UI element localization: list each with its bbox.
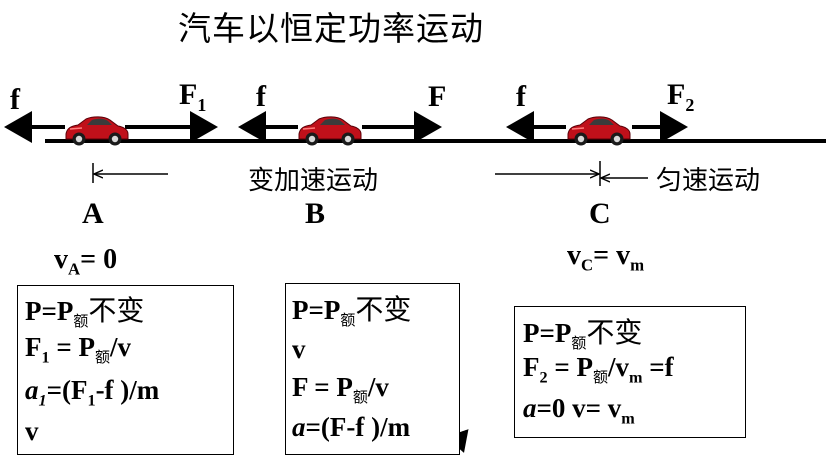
box-a-line-1: P=P额不变 xyxy=(25,294,145,330)
box-a-line-2: F1 = P额/v xyxy=(25,332,132,367)
accelerating-motion-label: 变加速运动 xyxy=(248,166,379,196)
force-label-f-c: f xyxy=(516,80,526,113)
box-c-line-1: P=P额不变 xyxy=(523,316,643,352)
page-title: 汽车以恒定功率运动 xyxy=(178,9,484,48)
box-b-line-4: a=(F-f )/m xyxy=(292,412,411,442)
velocity-a: vA= 0 xyxy=(54,244,118,279)
box-c-line-3: a=0 v= vm xyxy=(523,393,635,428)
point-c-label: C xyxy=(589,197,611,230)
force-label-f-a: f xyxy=(10,83,20,116)
equation-box-c: P=P额不变 F2 = P额/vm =f a=0 v= vm xyxy=(514,306,746,438)
point-a-label: A xyxy=(82,197,104,230)
box-b-line-1: P=P额不变 xyxy=(292,293,412,329)
force-label-f-main: F xyxy=(428,80,447,113)
box-b-line-3: F = P额/v xyxy=(292,372,389,406)
box-a-line-4: v xyxy=(25,416,39,446)
box-b-line-2: v xyxy=(292,334,306,364)
box-c-line-2: F2 = P额/vm =f xyxy=(523,352,674,387)
equation-box-a: P=P额不变 F1 = P额/v a1=(F1-f )/m v xyxy=(17,285,234,455)
uniform-motion-label: 匀速运动 xyxy=(656,166,761,196)
force-label-f1: F1 xyxy=(179,78,207,115)
equation-box-b: P=P额不变 v F = P额/v a=(F-f )/m xyxy=(285,283,460,455)
velocity-c: vC= vm xyxy=(567,240,645,275)
point-b-label: B xyxy=(305,197,326,230)
box-a-line-3: a1=(F1-f )/m xyxy=(25,375,160,410)
force-label-f-b: f xyxy=(256,80,266,113)
force-label-f2: F2 xyxy=(667,78,695,115)
